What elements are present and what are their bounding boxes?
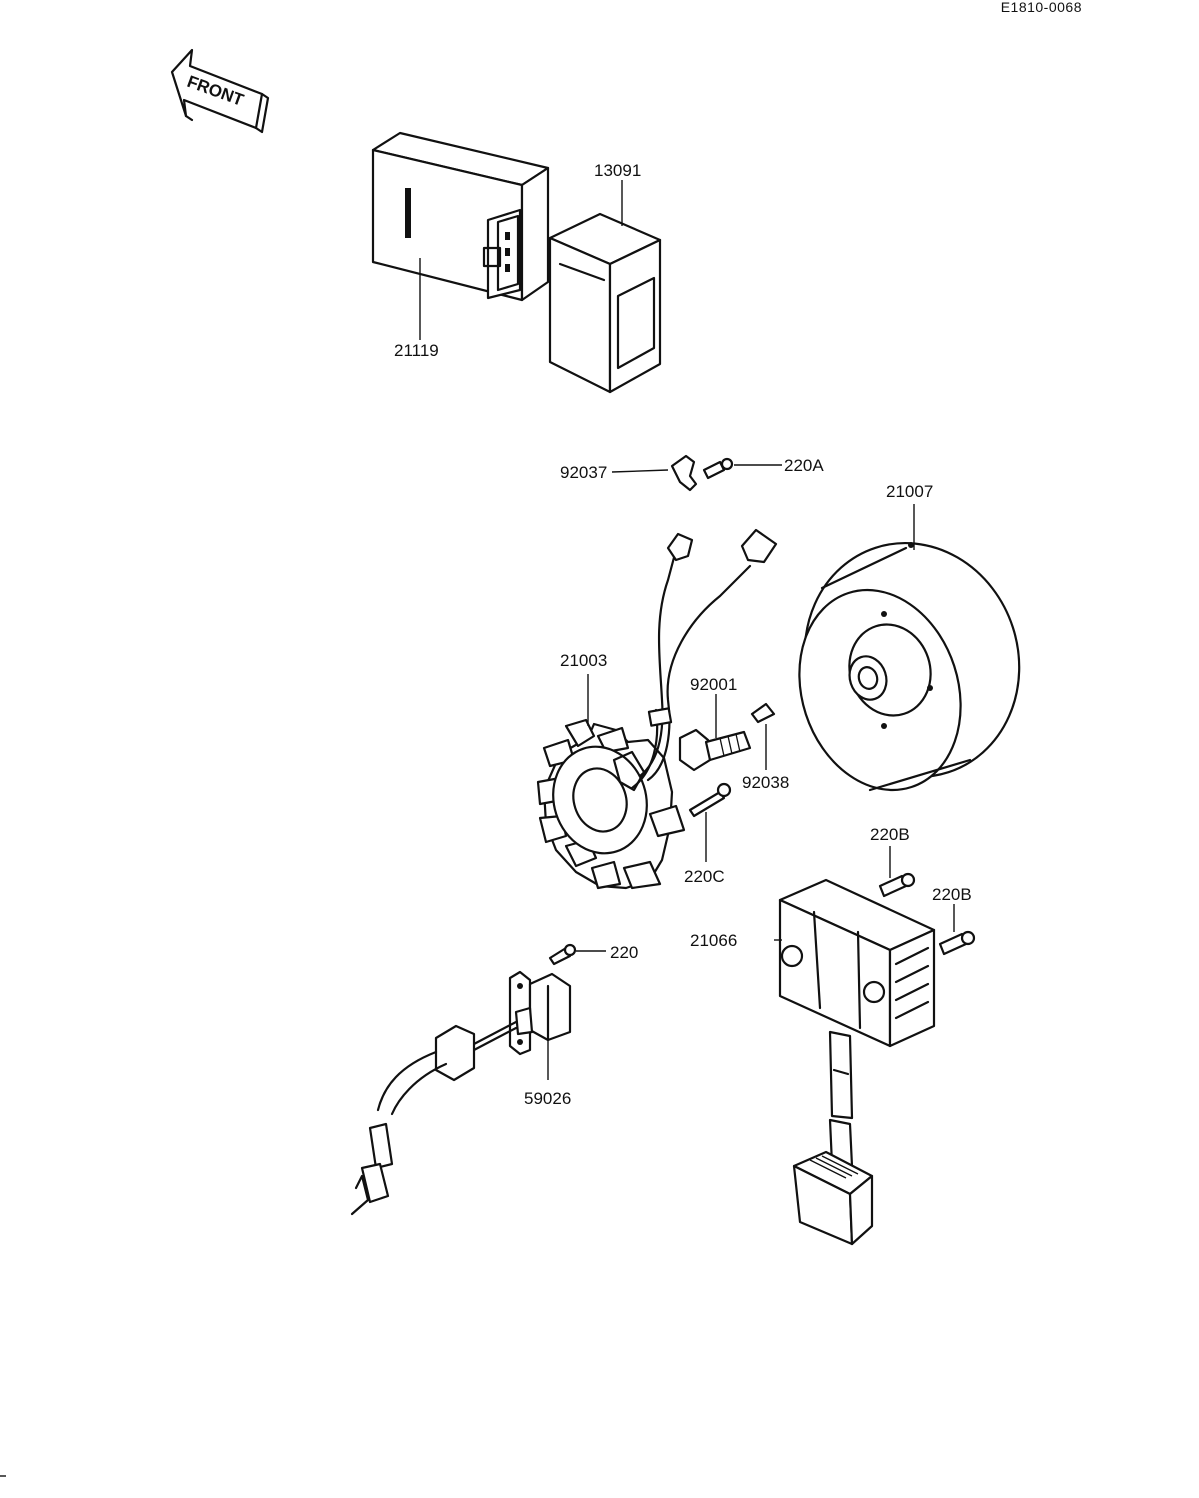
part-label-220c: 220C: [684, 867, 725, 886]
key-part: [750, 702, 776, 770]
part-label-21119: 21119: [394, 341, 439, 360]
part-label-92001: 92001: [690, 675, 737, 694]
part-label-220b-right: 220B: [932, 885, 972, 904]
screw-220b-upper-part: [878, 846, 916, 898]
part-label-59026: 59026: [524, 1089, 571, 1108]
reference-code: E1810-0068: [1001, 0, 1082, 15]
part-label-220: 220: [610, 943, 638, 962]
part-label-13091: 13091: [594, 161, 641, 180]
part-label-21007: 21007: [886, 482, 933, 501]
clamp-part: [611, 454, 698, 492]
rotor-part: [798, 504, 1021, 792]
part-label-92037: 92037: [560, 463, 607, 482]
screw-220-part: [548, 943, 606, 966]
regulator-part: [774, 878, 936, 1246]
cdi-unit-part: [371, 131, 550, 340]
screw-220b-right-part: [938, 904, 976, 956]
part-label-220a: 220A: [784, 456, 824, 475]
part-label-21003: 21003: [560, 651, 607, 670]
part-labels: 21119 13091 92037 220A 21007 21003 92001…: [394, 161, 972, 1108]
screw-220a-part: [702, 457, 782, 480]
front-arrow-icon: FRONT: [170, 48, 270, 134]
part-label-92038: 92038: [742, 773, 789, 792]
stator-part: [536, 528, 778, 890]
part-label-220b-upper: 220B: [870, 825, 910, 844]
part-label-21066: 21066: [690, 931, 737, 950]
cover-part: [548, 180, 662, 394]
screw-220c-part: [688, 782, 732, 862]
bolt-part: [678, 694, 752, 772]
pickup-coil-part: [350, 970, 572, 1216]
